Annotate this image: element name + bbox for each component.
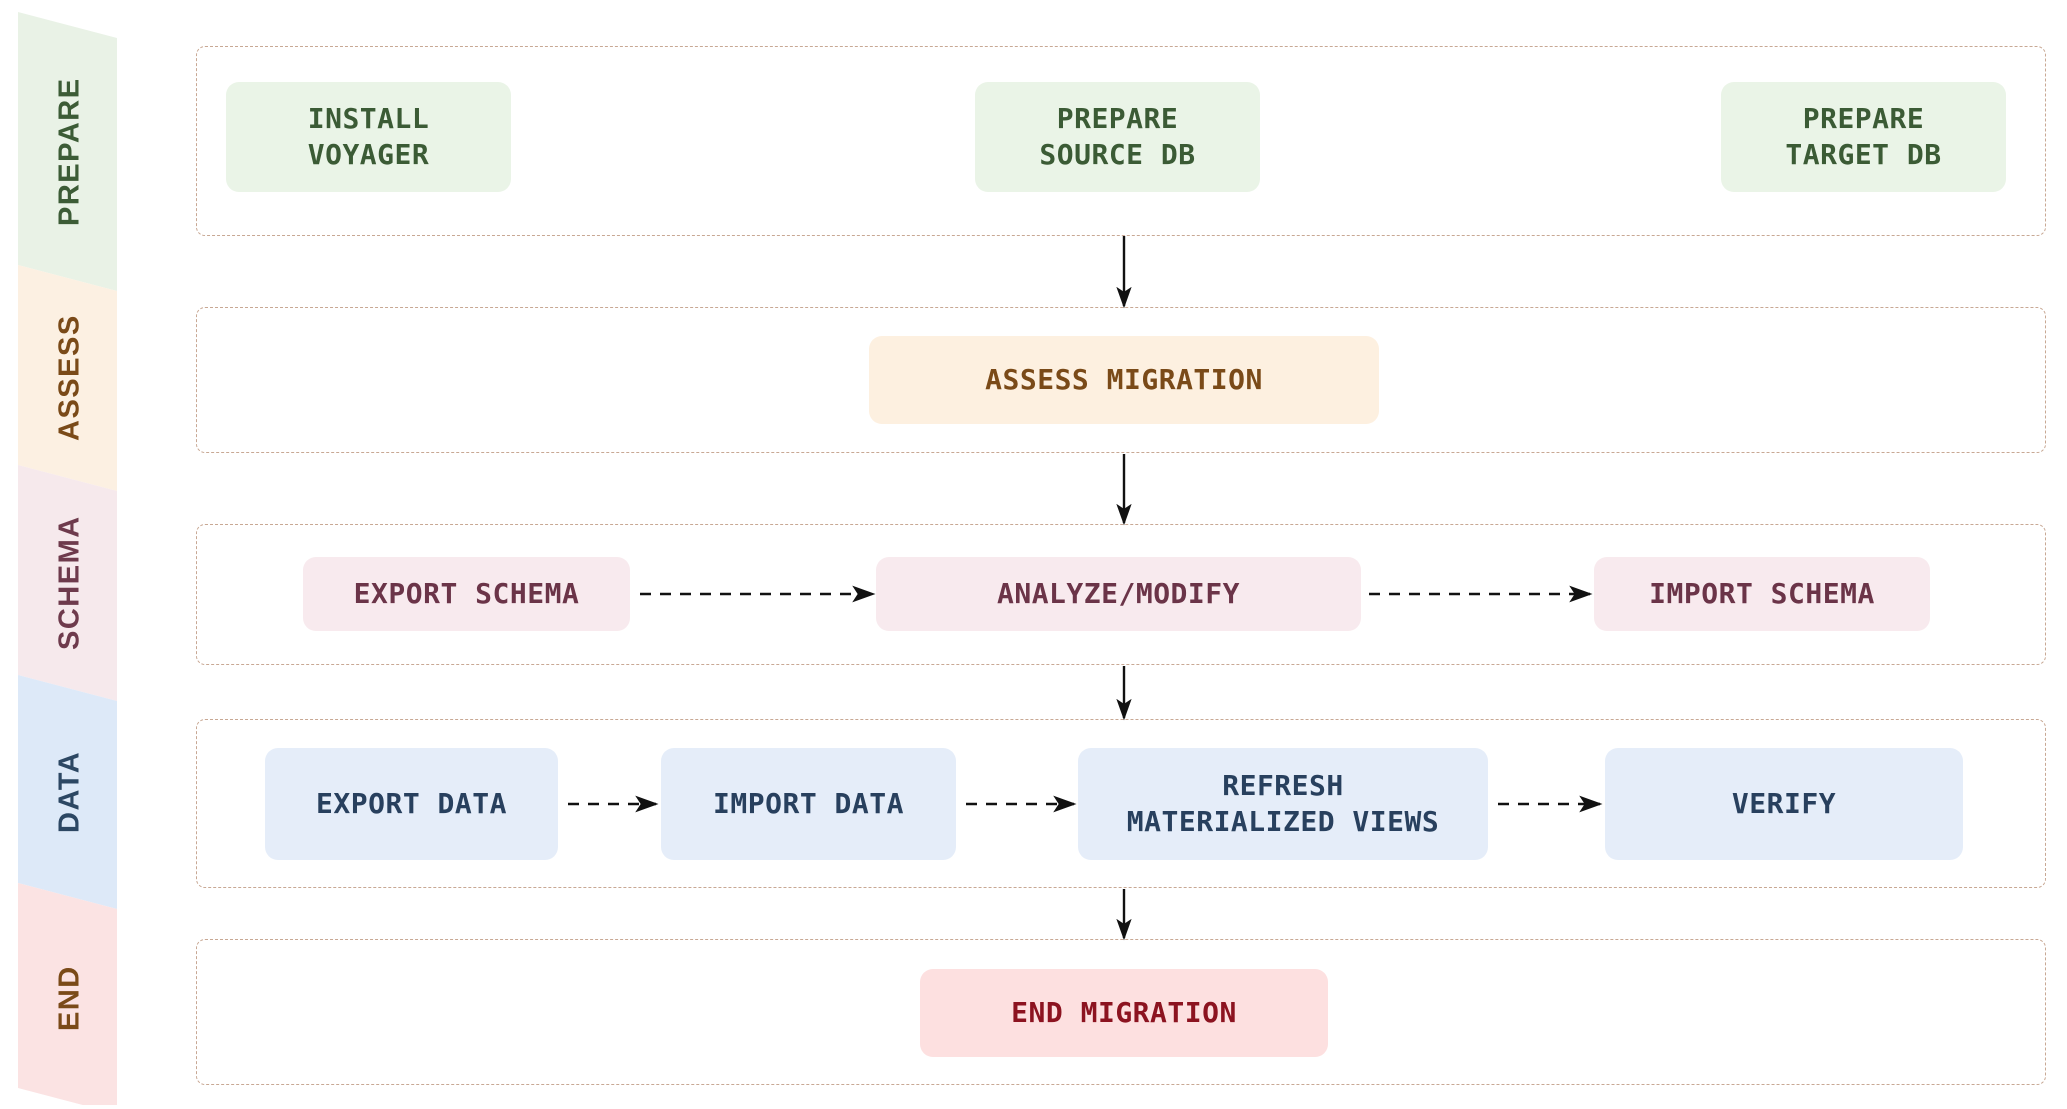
phase-label-end: END [53,965,86,1032]
phase-label-prepare: PREPARE [53,77,86,226]
phase-row-prepare [196,46,2046,236]
step-box-refresh-materialized-views[interactable]: REFRESH MATERIALIZED VIEWS [1078,748,1488,860]
phase-band-end [18,883,117,1109]
step-box-analyze-modify[interactable]: ANALYZE/MODIFY [876,557,1361,631]
step-box-import-schema[interactable]: IMPORT SCHEMA [1594,557,1930,631]
step-box-export-data[interactable]: EXPORT DATA [265,748,558,860]
phase-label-assess: ASSESS [53,314,86,442]
step-box-import-data[interactable]: IMPORT DATA [661,748,956,860]
phase-banner: PREPARE ASSESS SCHEMA DATA END [0,0,140,1109]
step-box-install-voyager[interactable]: INSTALL VOYAGER [226,82,511,192]
step-box-assess-migration[interactable]: ASSESS MIGRATION [869,336,1379,424]
phase-band-prepare [18,12,117,291]
phase-band-assess [18,265,117,491]
step-box-export-schema[interactable]: EXPORT SCHEMA [303,557,630,631]
step-box-prepare-source-db[interactable]: PREPARE SOURCE DB [975,82,1260,192]
step-box-verify[interactable]: VERIFY [1605,748,1963,860]
phase-label-schema: SCHEMA [53,515,86,651]
phase-banner-shapes [18,12,117,1109]
phase-label-data: DATA [53,750,86,834]
phase-band-schema [18,465,117,701]
step-box-prepare-target-db[interactable]: PREPARE TARGET DB [1721,82,2006,192]
step-box-end-migration[interactable]: END MIGRATION [920,969,1328,1057]
phase-band-data [18,675,117,909]
